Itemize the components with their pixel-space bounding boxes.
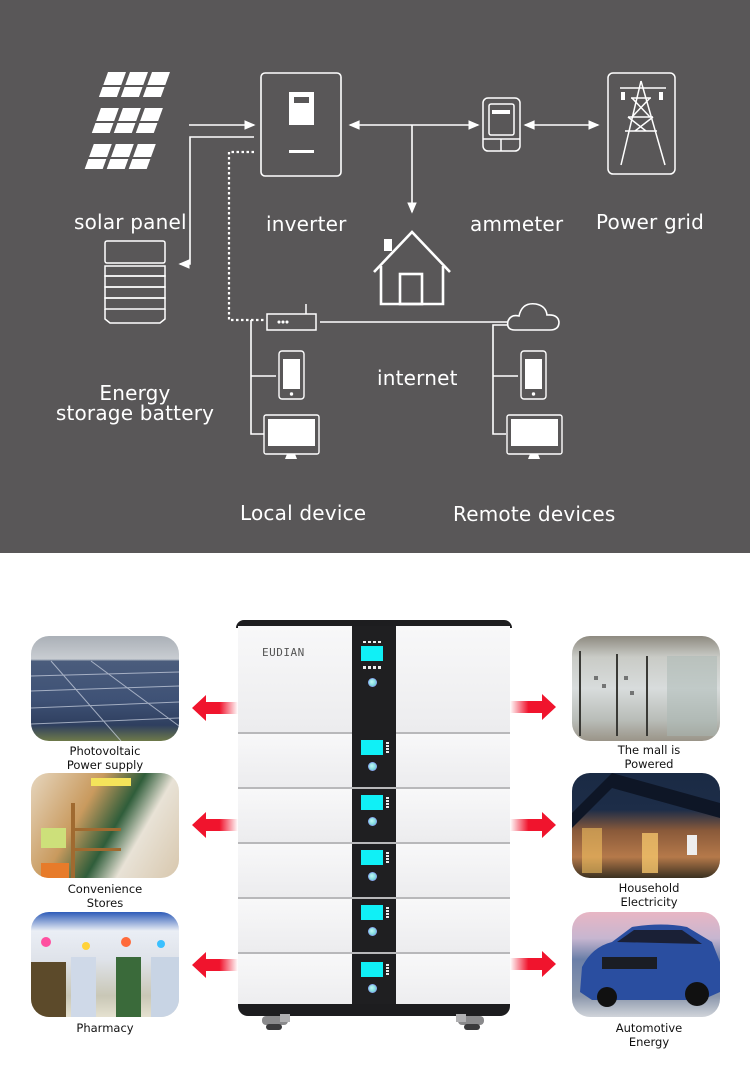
brand-logo: EUDIAN bbox=[262, 646, 305, 659]
battery-stack-icon bbox=[104, 240, 166, 324]
lcd-display bbox=[361, 962, 383, 977]
smartphone-icon bbox=[520, 350, 547, 400]
control-panel-strip bbox=[352, 626, 396, 734]
battery-module bbox=[238, 954, 510, 1010]
router-icon bbox=[266, 304, 317, 331]
house-icon bbox=[373, 230, 451, 306]
arrow-left-icon bbox=[192, 812, 238, 838]
battery-top-cap bbox=[236, 620, 512, 628]
caster-wheel-icon bbox=[262, 1014, 290, 1030]
power-button[interactable] bbox=[368, 678, 377, 687]
suv-car-photo bbox=[572, 912, 720, 1017]
arrow-left-icon bbox=[192, 695, 238, 721]
cloud-icon bbox=[506, 302, 560, 331]
arrow-right-icon bbox=[510, 812, 556, 838]
lcd-display bbox=[361, 646, 383, 661]
lcd-display bbox=[361, 795, 383, 810]
monitor-icon bbox=[263, 414, 320, 459]
power-button[interactable] bbox=[368, 817, 377, 826]
mall-photo bbox=[572, 636, 720, 741]
caster-wheel-icon bbox=[456, 1014, 484, 1030]
monitor-icon bbox=[506, 414, 563, 459]
arrow-right-icon bbox=[510, 694, 556, 720]
remote-devices-label: Remote devices bbox=[453, 502, 616, 526]
power-grid-label: Power grid bbox=[596, 210, 704, 234]
power-button[interactable] bbox=[368, 927, 377, 936]
power-tower-icon bbox=[607, 72, 676, 175]
smartphone-icon bbox=[278, 350, 305, 400]
app-label-pharmacy: Pharmacy bbox=[76, 1021, 134, 1035]
battery-label-line2: storage battery bbox=[55, 401, 215, 425]
battery-module bbox=[238, 844, 510, 899]
local-device-label: Local device bbox=[240, 501, 367, 525]
pharmacy-photo bbox=[31, 912, 179, 1017]
battery-stack-product: EUDIAN bbox=[236, 620, 512, 1032]
solar-panel-label: solar panel bbox=[74, 210, 187, 234]
battery-module bbox=[238, 899, 510, 954]
battery-label-line1: Energy bbox=[99, 381, 171, 405]
inverter-icon bbox=[260, 72, 342, 177]
system-diagram: solar panel inverter ammeter Power grid … bbox=[0, 0, 750, 553]
battery-body: EUDIAN bbox=[238, 626, 510, 1010]
battery-module bbox=[238, 789, 510, 844]
lcd-display bbox=[361, 905, 383, 920]
battery-module bbox=[238, 734, 510, 789]
arrow-right-icon bbox=[510, 951, 556, 977]
house-photo bbox=[572, 773, 720, 878]
solar-farm-photo bbox=[31, 636, 179, 741]
control-module: EUDIAN bbox=[238, 626, 510, 734]
solar-panel-icon bbox=[84, 72, 170, 169]
power-button[interactable] bbox=[368, 762, 377, 771]
battery-base bbox=[238, 1004, 510, 1016]
ammeter-label: ammeter bbox=[470, 212, 564, 236]
power-button[interactable] bbox=[368, 984, 377, 993]
power-button[interactable] bbox=[368, 872, 377, 881]
convenience-store-photo bbox=[31, 773, 179, 878]
inverter-label: inverter bbox=[266, 212, 347, 236]
connection-lines bbox=[84, 72, 676, 459]
lcd-display bbox=[361, 740, 383, 755]
arrow-left-icon bbox=[192, 952, 238, 978]
internet-label: internet bbox=[377, 366, 458, 390]
lcd-display bbox=[361, 850, 383, 865]
ammeter-icon bbox=[482, 97, 521, 152]
